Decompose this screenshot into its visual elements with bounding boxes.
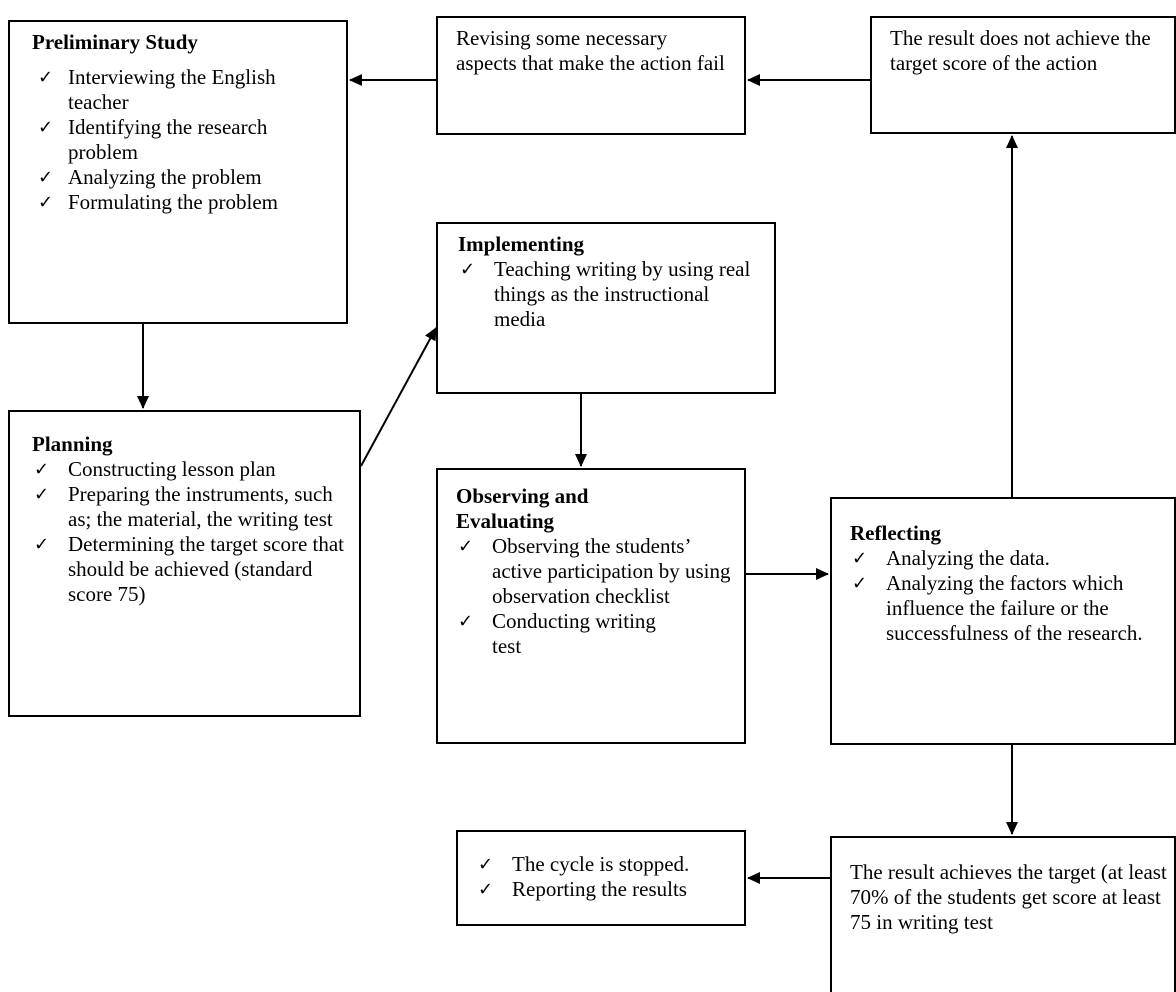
preliminary-study-title: Preliminary Study bbox=[32, 30, 198, 54]
check-icon: ✓ bbox=[38, 117, 54, 138]
result-not-achieve-text: The result does not achieve the target s… bbox=[890, 26, 1151, 75]
list-item: ✓Observing the students’ active particip… bbox=[458, 534, 731, 608]
preliminary-study-box: Preliminary Study ✓Interviewing the Engl… bbox=[8, 20, 348, 324]
check-icon: ✓ bbox=[460, 259, 476, 280]
list-item: ✓Conducting writing test bbox=[458, 609, 656, 658]
check-icon: ✓ bbox=[34, 484, 50, 505]
check-icon: ✓ bbox=[478, 879, 494, 900]
reflecting-box: Reflecting ✓Analyzing the data. ✓Analyzi… bbox=[830, 497, 1176, 745]
result-achieves-text: The result achieves the target (at least… bbox=[850, 860, 1167, 934]
preliminary-study-list: ✓Interviewing the English teacher ✓Ident… bbox=[32, 65, 336, 215]
reflecting-list: ✓Analyzing the data. ✓Analyzing the fact… bbox=[850, 546, 1164, 646]
list-item: ✓The cycle is stopped. bbox=[478, 852, 690, 876]
check-icon: ✓ bbox=[458, 611, 474, 632]
planning-title: Planning bbox=[32, 432, 113, 456]
list-item: ✓Analyzing the data. bbox=[852, 546, 1050, 570]
reflecting-title: Reflecting bbox=[850, 521, 941, 545]
implementing-title: Implementing bbox=[458, 232, 584, 256]
planning-box: Planning ✓Constructing lesson plan ✓Prep… bbox=[8, 410, 361, 717]
list-item: ✓Determining the target score that shoul… bbox=[34, 532, 345, 606]
check-icon: ✓ bbox=[852, 548, 868, 569]
check-icon: ✓ bbox=[38, 192, 54, 213]
revising-text: Revising some necessary aspects that mak… bbox=[456, 26, 725, 75]
observing-evaluating-list: ✓Observing the students’ active particip… bbox=[456, 534, 734, 659]
check-icon: ✓ bbox=[38, 67, 54, 88]
planning-list: ✓Constructing lesson plan ✓Preparing the… bbox=[32, 457, 351, 607]
check-icon: ✓ bbox=[34, 534, 50, 555]
check-icon: ✓ bbox=[852, 573, 868, 594]
list-item: ✓Preparing the instruments, such as; the… bbox=[34, 482, 333, 531]
check-icon: ✓ bbox=[38, 167, 54, 188]
list-item: ✓Interviewing the English teacher bbox=[38, 65, 276, 114]
check-icon: ✓ bbox=[478, 854, 494, 875]
list-item: ✓Identifying the research problem bbox=[38, 115, 268, 164]
implementing-list: ✓Teaching writing by using real things a… bbox=[458, 257, 760, 332]
arrow-planning-to-implementing bbox=[360, 327, 437, 467]
result-achieves-box: The result achieves the target (at least… bbox=[830, 836, 1176, 992]
list-item: ✓Reporting the results bbox=[478, 877, 687, 901]
implementing-box: Implementing ✓Teaching writing by using … bbox=[436, 222, 776, 394]
check-icon: ✓ bbox=[34, 459, 50, 480]
result-not-achieve-box: The result does not achieve the target s… bbox=[870, 16, 1176, 134]
observing-evaluating-title: Observing and Evaluating bbox=[456, 484, 589, 533]
cycle-stopped-box: ✓The cycle is stopped. ✓Reporting the re… bbox=[456, 830, 746, 926]
list-item: ✓Teaching writing by using real things a… bbox=[460, 257, 751, 331]
list-item: ✓Analyzing the factors which influence t… bbox=[852, 571, 1143, 645]
revising-box: Revising some necessary aspects that mak… bbox=[436, 16, 746, 135]
list-item: ✓Analyzing the problem bbox=[38, 165, 262, 189]
list-item: ✓Constructing lesson plan bbox=[34, 457, 276, 481]
observing-evaluating-box: Observing and Evaluating ✓Observing the … bbox=[436, 468, 746, 744]
cycle-stopped-list: ✓The cycle is stopped. ✓Reporting the re… bbox=[476, 852, 734, 902]
check-icon: ✓ bbox=[458, 536, 474, 557]
list-item: ✓Formulating the problem bbox=[38, 190, 278, 214]
